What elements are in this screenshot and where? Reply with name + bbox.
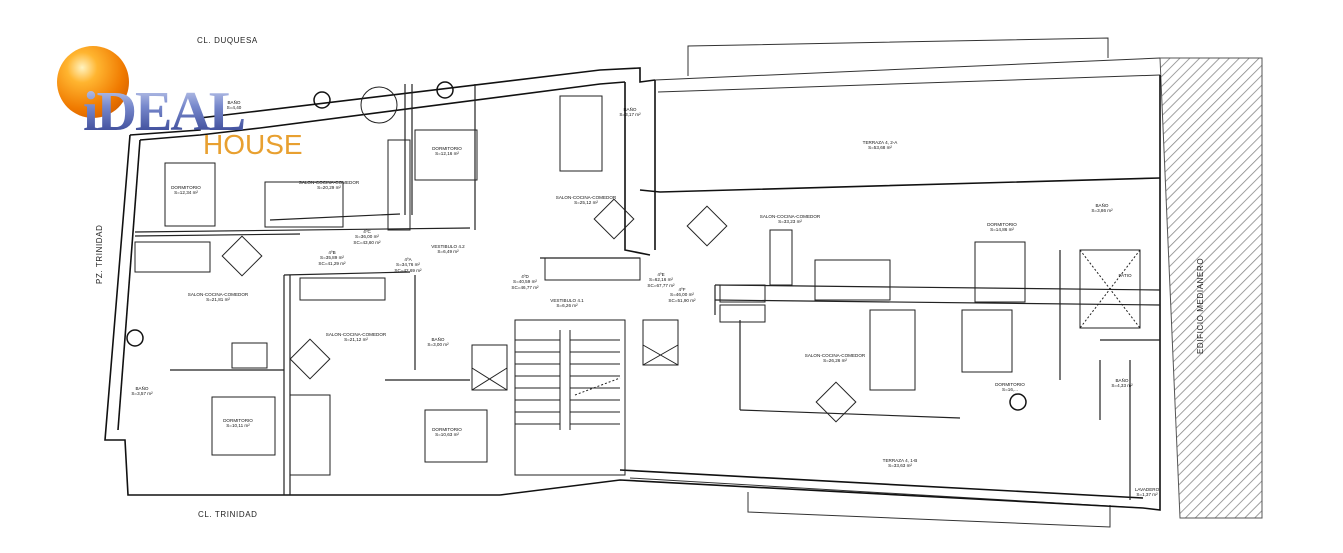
adjacent-building [1159,57,1263,519]
sofas [134,95,916,476]
street-label-right: EDIFICIO MEDIANERO [1196,257,1205,354]
upper-terrace-outline [654,37,1161,93]
elevators [471,319,679,391]
logo-ideal-text: iDEAL [83,81,246,143]
street-label-top: CL. DUQUESA [197,36,258,45]
patio [1079,249,1141,329]
kitchen-units [231,139,793,369]
street-label-left: PZ. TRINIDAD [95,224,104,284]
dining-tables [221,86,857,423]
staircase [514,319,626,476]
room-label: PATIO [1118,273,1132,278]
beds [164,129,1026,463]
street-label-bottom: CL. TRINIDAD [198,510,258,519]
exterior-walls [104,67,1161,511]
watermark-markers [126,81,1027,411]
ideal-house-logo: iDEAL HOUSE [55,42,345,162]
logo-orange-ball-icon [57,46,129,118]
logo-house-text: HOUSE [203,129,303,160]
